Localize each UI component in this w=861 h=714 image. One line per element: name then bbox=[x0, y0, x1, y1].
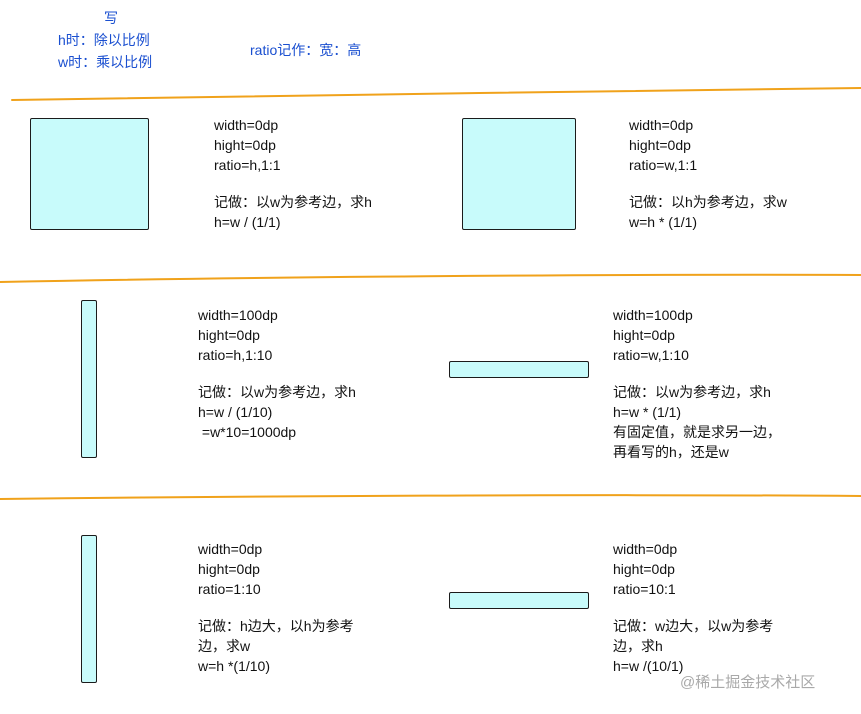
ratio-line: ratio=h,1:10 bbox=[198, 347, 273, 363]
divider-3 bbox=[0, 494, 861, 500]
row-2-right-note: width=100dp hight=0dp ratio=w,1:10 记做：以w… bbox=[613, 305, 781, 462]
explanation-line: 记做：h边大，以h为参考 bbox=[198, 618, 354, 634]
row-3-left-note: width=0dp hight=0dp ratio=1:10 记做：h边大，以h… bbox=[198, 539, 354, 676]
row-3-right-note: width=0dp hight=0dp ratio=10:1 记做：w边大，以w… bbox=[613, 539, 773, 676]
formula-line: h=w / (1/10) bbox=[198, 404, 273, 420]
watermark: @稀土掘金技术社区 bbox=[680, 674, 816, 691]
height-line: hight=0dp bbox=[214, 137, 276, 153]
header-title: 写 bbox=[104, 10, 118, 26]
row-1-left-note: width=0dp hight=0dp ratio=h,1:1 记做：以w为参考… bbox=[214, 115, 372, 232]
formula-line: h=w / (1/1) bbox=[214, 214, 281, 230]
height-line: hight=0dp bbox=[629, 137, 691, 153]
ratio-line: ratio=h,1:1 bbox=[214, 157, 281, 173]
explanation-line-2: 边，求w bbox=[198, 638, 251, 654]
hint-line-2: 再看写的h，还是w bbox=[613, 444, 729, 460]
explanation-line: 记做：以w为参考边，求h bbox=[214, 194, 372, 210]
height-line: hight=0dp bbox=[198, 561, 260, 577]
width-line: width=0dp bbox=[613, 541, 678, 557]
height-line: hight=0dp bbox=[613, 327, 675, 343]
hint-line: 有固定值，就是求另一边， bbox=[613, 424, 781, 440]
wide-bar-shape-right bbox=[449, 361, 589, 378]
ratio-line: ratio=10:1 bbox=[613, 581, 676, 597]
explanation-line-2: 边，求h bbox=[613, 638, 663, 654]
explanation-line: 记做：以h为参考边，求w bbox=[629, 194, 787, 210]
header-ratio-note: ratio记作：宽：高 bbox=[250, 42, 362, 58]
divider-1-stroke bbox=[11, 87, 861, 101]
explanation-line: 记做：以w为参考边，求h bbox=[613, 384, 771, 400]
width-line: width=100dp bbox=[613, 307, 693, 323]
width-line: width=100dp bbox=[198, 307, 278, 323]
row-1-right-note: width=0dp hight=0dp ratio=w,1:1 记做：以h为参考… bbox=[629, 115, 787, 232]
explanation-line: 记做：以w为参考边，求h bbox=[198, 384, 356, 400]
square-shape-right bbox=[462, 118, 576, 230]
ratio-line: ratio=w,1:1 bbox=[629, 157, 698, 173]
formula-line: w=h *(1/10) bbox=[198, 658, 270, 674]
square-shape-left bbox=[30, 118, 149, 230]
divider-3-stroke bbox=[0, 494, 861, 500]
formula-line: w=h * (1/1) bbox=[629, 214, 698, 230]
width-line: width=0dp bbox=[629, 117, 694, 133]
tall-bar-shape-left bbox=[81, 300, 97, 458]
header-h-rule: h时：除以比例 bbox=[58, 32, 150, 48]
divider-1 bbox=[11, 87, 861, 101]
row-2-left-note: width=100dp hight=0dp ratio=h,1:10 记做：以w… bbox=[198, 305, 356, 442]
divider-2 bbox=[0, 273, 861, 283]
width-line: width=0dp bbox=[214, 117, 279, 133]
divider-2-stroke bbox=[0, 273, 861, 283]
header-w-rule: w时：乘以比例 bbox=[58, 54, 153, 70]
tall-bar-shape-left-2 bbox=[81, 535, 97, 683]
height-line: hight=0dp bbox=[613, 561, 675, 577]
ratio-line: ratio=1:10 bbox=[198, 581, 261, 597]
formula-line: h=w * (1/1) bbox=[613, 404, 682, 420]
result-line: =w*10=1000dp bbox=[198, 424, 297, 440]
formula-line: h=w /(10/1) bbox=[613, 658, 684, 674]
width-line: width=0dp bbox=[198, 541, 263, 557]
wide-bar-shape-right-2 bbox=[449, 592, 589, 609]
explanation-line: 记做：w边大，以w为参考 bbox=[613, 618, 774, 634]
ratio-line: ratio=w,1:10 bbox=[613, 347, 689, 363]
height-line: hight=0dp bbox=[198, 327, 260, 343]
